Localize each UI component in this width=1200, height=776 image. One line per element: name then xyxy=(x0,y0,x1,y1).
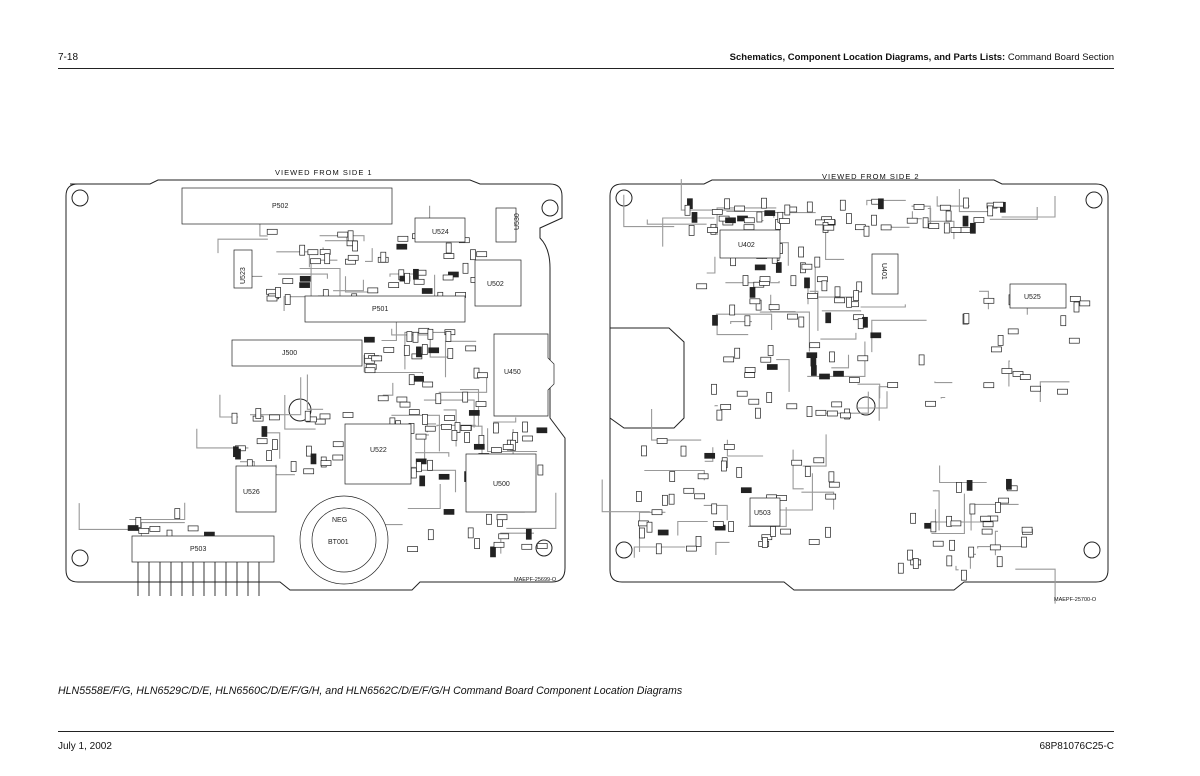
board-side1-outline xyxy=(65,179,566,591)
board-side2-chips: U402 U401 U525 U503 xyxy=(719,229,1067,527)
chip-label-j500: J500 xyxy=(282,350,297,357)
chip-label-u525: U525 xyxy=(1024,294,1041,301)
page-number: 7-18 xyxy=(58,52,79,63)
chip-label-u402: U402 xyxy=(738,242,755,249)
chip-label-u523: U523 xyxy=(240,267,247,284)
figure-caption: HLN5558E/F/G, HLN6529C/D/E, HLN6560C/D/E… xyxy=(58,685,683,697)
chip-label-u450: U450 xyxy=(504,369,521,376)
battery-label-bt001: BT001 xyxy=(328,539,349,546)
side1-view-label: VIEWED FROM SIDE 1 xyxy=(275,168,373,177)
footer-date: July 1, 2002 xyxy=(58,741,112,752)
chip-label-u502: U502 xyxy=(487,281,504,288)
chip-label-p502: P502 xyxy=(272,203,288,210)
side2-view-label: VIEWED FROM SIDE 2 xyxy=(822,172,920,181)
board-side1-chips: P502 U524 U530 U523 P501 U502 J500 U450 … xyxy=(131,187,555,585)
section-title: Schematics, Component Location Diagrams,… xyxy=(730,52,1114,63)
header-rule xyxy=(58,68,1114,69)
chip-label-u530: U530 xyxy=(514,213,521,230)
chip-label-p503: P503 xyxy=(190,546,206,553)
board-side2-diagram: U402 U401 U525 U503 xyxy=(601,179,1109,604)
chip-label-p501: P501 xyxy=(372,306,388,313)
p503-pins xyxy=(137,562,260,596)
board-side2-outline xyxy=(609,179,1109,591)
chip-label-u500: U500 xyxy=(493,481,510,488)
chip-label-u401: U401 xyxy=(880,263,887,280)
circuit-traces xyxy=(601,179,1070,604)
board-side1-diagram: P502 U524 U530 U523 P501 U502 J500 U450 … xyxy=(65,179,566,596)
section-title-rest: Command Board Section xyxy=(1007,52,1114,63)
chip-label-u526: U526 xyxy=(243,489,260,496)
footer-doc-number: 68P81076C25-C xyxy=(1039,741,1115,752)
battery-neg-label: NEG xyxy=(332,517,347,524)
chip-label-u522: U522 xyxy=(370,447,387,454)
chip-label-u503: U503 xyxy=(754,510,771,517)
chip-label-u524: U524 xyxy=(432,229,449,236)
footer-rule xyxy=(58,731,1114,732)
passive-components xyxy=(636,197,1091,581)
side2-drawing-number: MAEPF-25700-O xyxy=(1054,597,1097,603)
side1-drawing-number: MAEPF-25699-O xyxy=(514,577,557,583)
section-title-bold: Schematics, Component Location Diagrams,… xyxy=(729,52,1006,63)
